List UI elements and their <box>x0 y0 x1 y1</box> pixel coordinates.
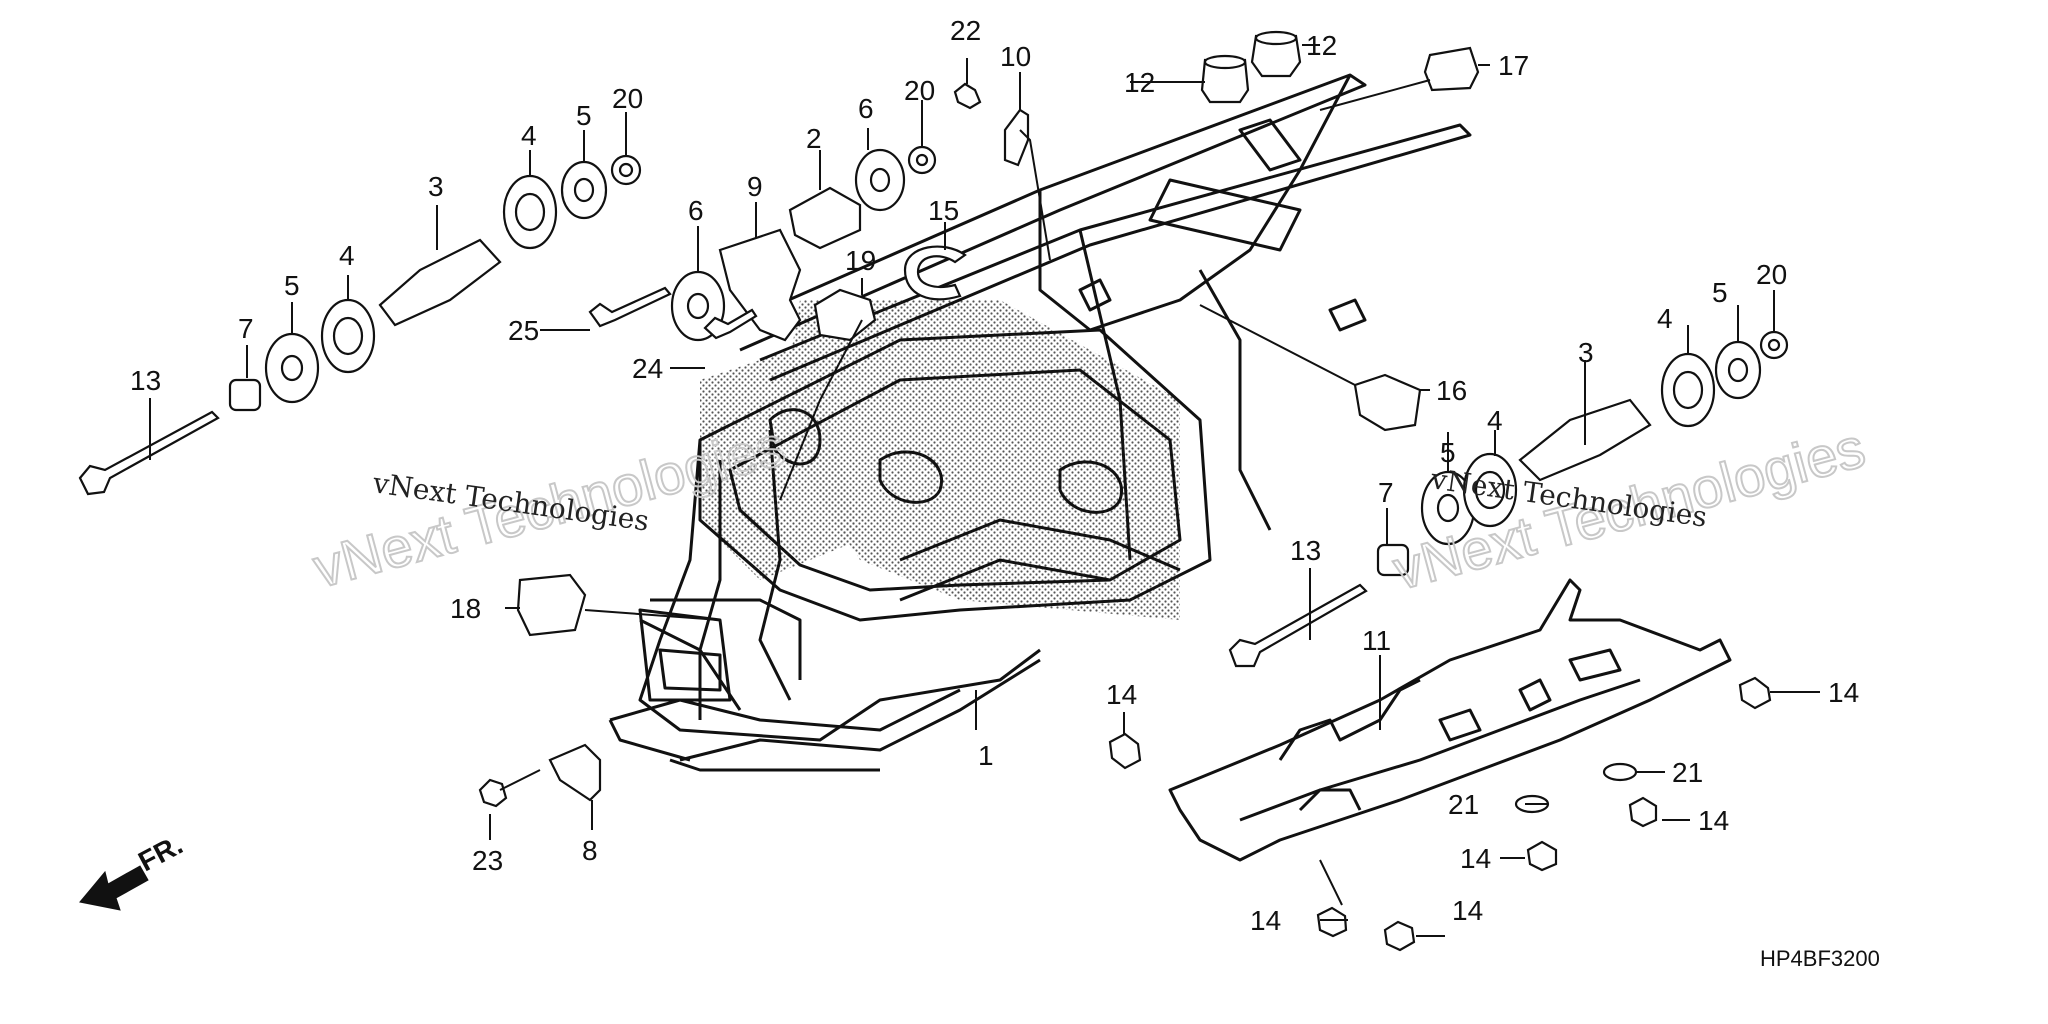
callout-4: 4 <box>339 240 355 271</box>
callout-22: 22 <box>950 15 981 46</box>
callout-4: 4 <box>1657 303 1673 334</box>
callout-18: 18 <box>450 593 481 624</box>
callout-4: 4 <box>521 120 537 151</box>
callout-8: 8 <box>582 835 598 866</box>
callout-14: 14 <box>1698 805 1729 836</box>
callout-3: 3 <box>428 171 444 202</box>
callout-16: 16 <box>1436 375 1467 406</box>
callout-23: 23 <box>472 845 503 876</box>
callout-17: 17 <box>1498 50 1529 81</box>
callout-7: 7 <box>238 313 254 344</box>
callout-14: 14 <box>1828 677 1859 708</box>
diagram-code: HP4BF3200 <box>1760 946 1880 971</box>
callout-24: 24 <box>632 353 663 384</box>
callout-21: 21 <box>1448 789 1479 820</box>
callout-4: 4 <box>1487 405 1503 436</box>
callout-14: 14 <box>1452 895 1483 926</box>
callout-25: 25 <box>508 315 539 346</box>
callout-10: 10 <box>1000 41 1031 72</box>
arrow-icon <box>79 865 149 911</box>
callout-13: 13 <box>1290 535 1321 566</box>
callout-11: 11 <box>1362 625 1391 656</box>
callout-20: 20 <box>612 83 643 114</box>
leader-lines <box>149 44 1820 937</box>
callout-20: 20 <box>904 75 935 106</box>
callout-12: 12 <box>1124 67 1155 98</box>
callout-5: 5 <box>284 270 300 301</box>
callout-5: 5 <box>1440 437 1456 468</box>
callout-12: 12 <box>1306 30 1337 61</box>
callout-9: 9 <box>747 171 763 202</box>
callout-1: 1 <box>978 740 994 771</box>
callout-labels: 1 2 3 3 4 4 4 4 5 5 5 5 6 6 7 7 8 9 10 1… <box>130 15 1859 936</box>
front-direction-indicator: FR. <box>79 829 188 911</box>
callout-19: 19 <box>845 245 876 276</box>
callout-6: 6 <box>688 195 704 226</box>
callout-21: 21 <box>1672 757 1703 788</box>
callout-14: 14 <box>1106 679 1137 710</box>
callout-5: 5 <box>576 100 592 131</box>
callout-20: 20 <box>1756 259 1787 290</box>
callout-14: 14 <box>1250 905 1281 936</box>
callout-6: 6 <box>858 93 874 124</box>
callout-14: 14 <box>1460 843 1491 874</box>
callout-7: 7 <box>1378 477 1394 508</box>
callout-15: 15 <box>928 195 959 226</box>
callout-5: 5 <box>1712 277 1728 308</box>
main-frame <box>608 73 1472 772</box>
callout-3: 3 <box>1578 337 1594 368</box>
skid-plate <box>1168 578 1732 862</box>
callout-2: 2 <box>806 123 822 154</box>
callout-13: 13 <box>130 365 161 396</box>
